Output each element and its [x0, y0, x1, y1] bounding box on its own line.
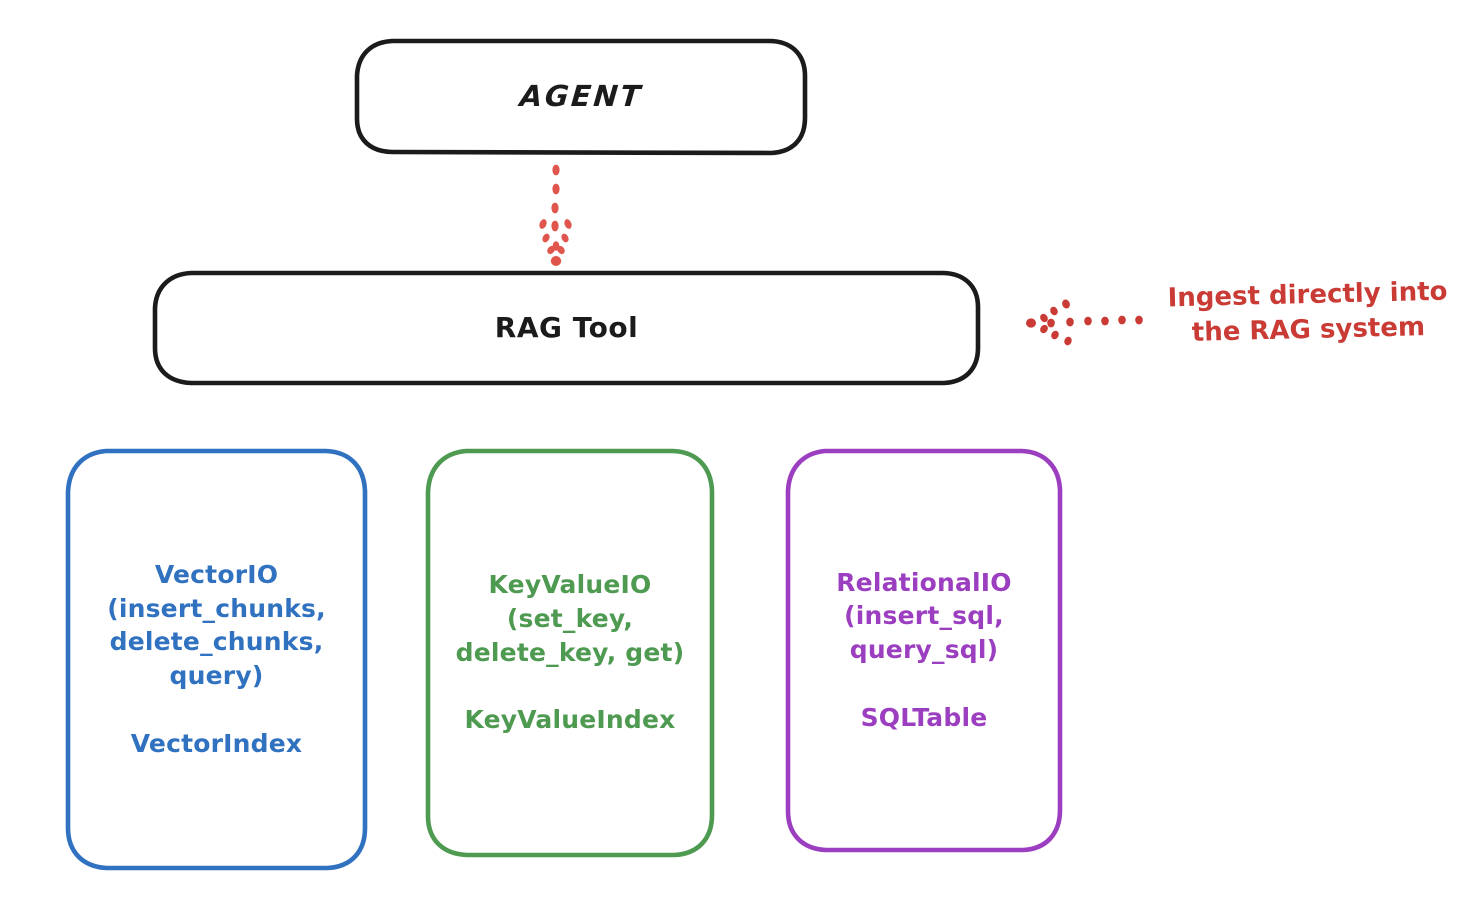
key-value-io-node[interactable]: KeyValueIO (set_key, delete_key, get) Ke…	[428, 450, 712, 855]
vector-io-box-outline	[65, 448, 368, 871]
rag-tool-label: RAG Tool	[494, 310, 639, 344]
annotation-to-rag-tool-connector	[1026, 299, 1143, 346]
key-value-io-label: KeyValueIO (set_key, delete_key, get) Ke…	[455, 570, 685, 735]
rag-tool-box-outline	[152, 270, 981, 386]
relational-io-label: RelationalIO (insert_sql, query_sql) SQL…	[836, 567, 1012, 732]
key-value-io-box-outline	[425, 448, 715, 858]
ingest-annotation-label: Ingest directly into the RAG system	[1167, 276, 1448, 348]
agent-to-rag-tool-connector	[539, 164, 572, 266]
relational-io-box-outline	[785, 448, 1063, 853]
relational-io-node[interactable]: RelationalIO (insert_sql, query_sql) SQL…	[788, 450, 1060, 850]
rag-tool-node[interactable]: RAG Tool	[155, 272, 978, 383]
agent-node[interactable]: AGENT	[357, 40, 805, 153]
agent-label: AGENT	[518, 78, 644, 113]
vector-io-label: VectorIO (insert_chunks, delete_chunks, …	[107, 559, 326, 758]
agent-box-outline	[354, 38, 808, 156]
vector-io-node[interactable]: VectorIO (insert_chunks, delete_chunks, …	[68, 450, 365, 868]
